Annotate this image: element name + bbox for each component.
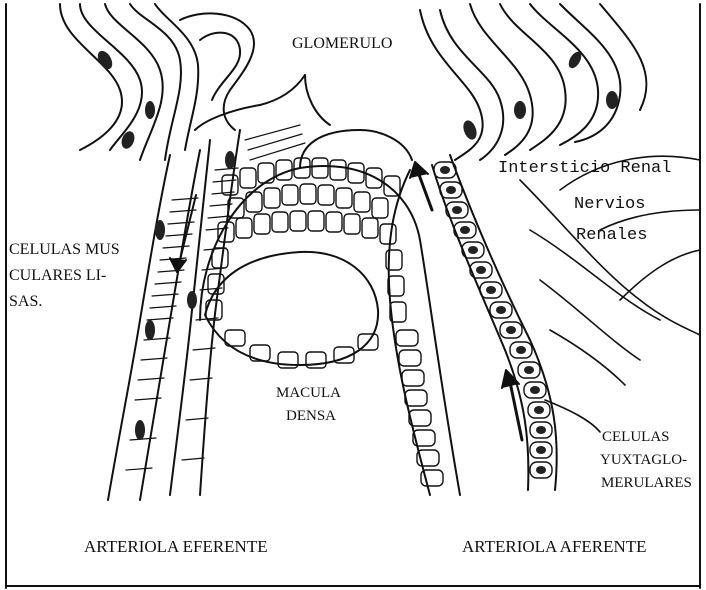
label-yuxta-line3: MERULARES (601, 476, 692, 491)
label-densa: DENSA (286, 409, 336, 424)
distal-tubule-cells (396, 330, 443, 486)
label-celulas-musculares-line3: SAS. (9, 294, 42, 310)
label-renales: Renales (576, 227, 647, 244)
label-yuxta-line1: CELULAS (602, 430, 670, 445)
label-yuxta-line2: YUXTAGLO- (600, 453, 687, 468)
label-celulas-musculares-line1: CELULAS MUS (9, 242, 120, 258)
label-macula: MACULA (276, 386, 341, 401)
glomerulus-capillary-loops-left (60, 4, 254, 160)
smooth-muscle-nuclei (135, 151, 235, 440)
glomerulus-capillary-loops-right (420, 4, 646, 160)
macula-densa-cells (206, 158, 406, 368)
label-nervios: Nervios (574, 196, 645, 213)
label-intersticio-renal: Intersticio Renal (498, 160, 671, 177)
label-glomerulo: GLOMERULO (292, 36, 392, 52)
label-arteriola-aferente: ARTERIOLA AFERENTE (462, 538, 647, 555)
label-celulas-musculares-line2: CULARES LI- (9, 268, 106, 284)
tubule-flow-arrow (418, 172, 432, 210)
afferent-flow-arrow (510, 382, 522, 440)
label-arteriola-eferente: ARTERIOLA EFERENTE (84, 538, 268, 555)
efferent-flow-arrow (178, 195, 196, 268)
glomerulus-nuclei (95, 48, 618, 150)
